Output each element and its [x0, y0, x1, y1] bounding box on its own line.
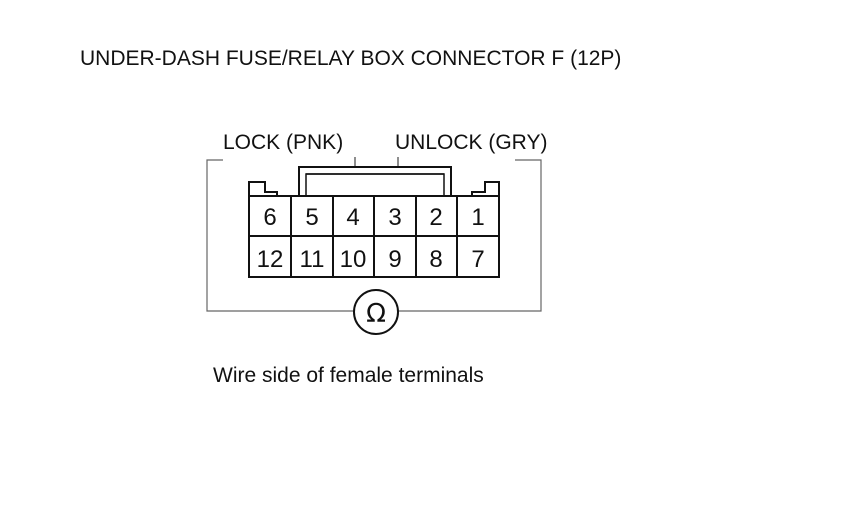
pin-12: 12 [257, 246, 284, 273]
pin-7: 7 [471, 246, 484, 273]
right-test-lead [398, 159, 542, 312]
left-test-lead [206, 159, 354, 312]
pin-5: 5 [305, 204, 318, 231]
pin-6: 6 [263, 204, 276, 231]
ohmmeter-icon [353, 289, 399, 335]
cavity-grid [249, 195, 499, 277]
pin-2: 2 [429, 204, 442, 231]
pin-1: 1 [471, 204, 484, 231]
ohm-symbol: Ω [366, 299, 386, 329]
pin-4: 4 [346, 204, 359, 231]
pin-numbers-top-row: 6 5 4 3 2 1 [263, 204, 484, 231]
lock-label: LOCK (PNK) [223, 131, 344, 154]
pin-3: 3 [388, 204, 401, 231]
diagram-title: UNDER-DASH FUSE/RELAY BOX CONNECTOR F (1… [80, 47, 622, 70]
pin-9: 9 [388, 246, 401, 273]
unlock-label: UNLOCK (GRY) [395, 131, 548, 154]
pin-numbers-bottom-row: 12 11 10 9 8 7 [257, 246, 485, 273]
caption: Wire side of female terminals [213, 364, 484, 387]
pin-8: 8 [429, 246, 442, 273]
pin-10: 10 [340, 246, 367, 273]
pin-11: 11 [300, 246, 325, 273]
